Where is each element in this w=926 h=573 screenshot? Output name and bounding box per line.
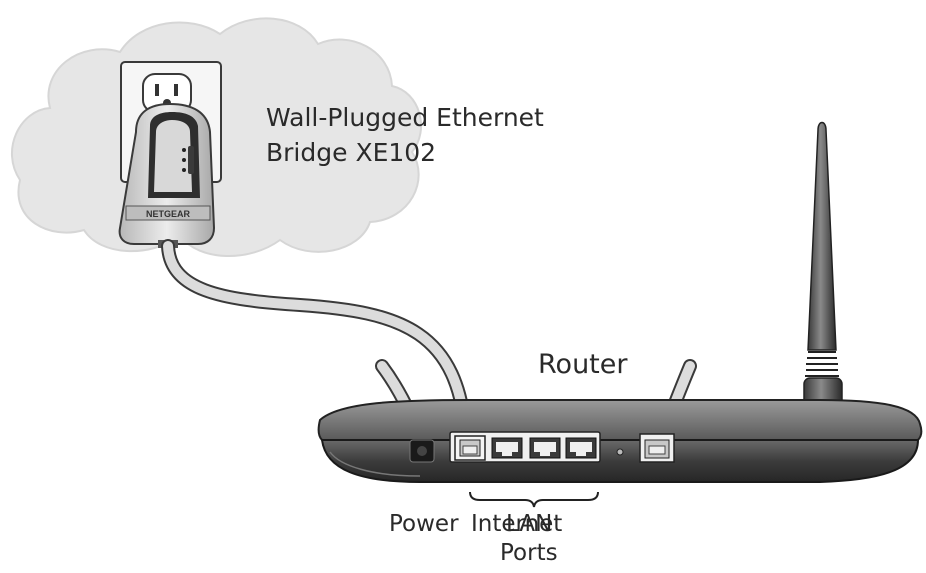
ethernet-cable bbox=[161, 239, 473, 447]
status-led-icon bbox=[182, 146, 194, 174]
internet-label: Internet bbox=[471, 511, 563, 537]
reset-button-icon bbox=[616, 448, 624, 456]
router-device bbox=[317, 399, 923, 483]
bridge-label-line2: Bridge XE102 bbox=[266, 137, 437, 167]
lan-port bbox=[565, 437, 597, 459]
bridge-label-line1: Wall-Plugged Ethernet bbox=[266, 103, 544, 132]
lan-port-plugged bbox=[639, 433, 675, 463]
router-label: Router bbox=[538, 349, 628, 380]
power-port bbox=[409, 439, 435, 463]
power-label: Power bbox=[389, 511, 459, 537]
ports-label: Ports bbox=[500, 540, 558, 566]
lan-ports-bracket bbox=[469, 491, 599, 508]
bridge-brand-logo: NETGEAR bbox=[146, 209, 191, 219]
lan-label: LAN bbox=[506, 511, 553, 537]
bridge-label: Wall-Plugged Ethernet Bridge XE102 bbox=[266, 103, 544, 174]
internet-port bbox=[454, 435, 486, 461]
ethernet-bridge-device: NETGEAR bbox=[118, 102, 216, 248]
lan-port bbox=[491, 437, 523, 459]
lan-port bbox=[529, 437, 561, 459]
